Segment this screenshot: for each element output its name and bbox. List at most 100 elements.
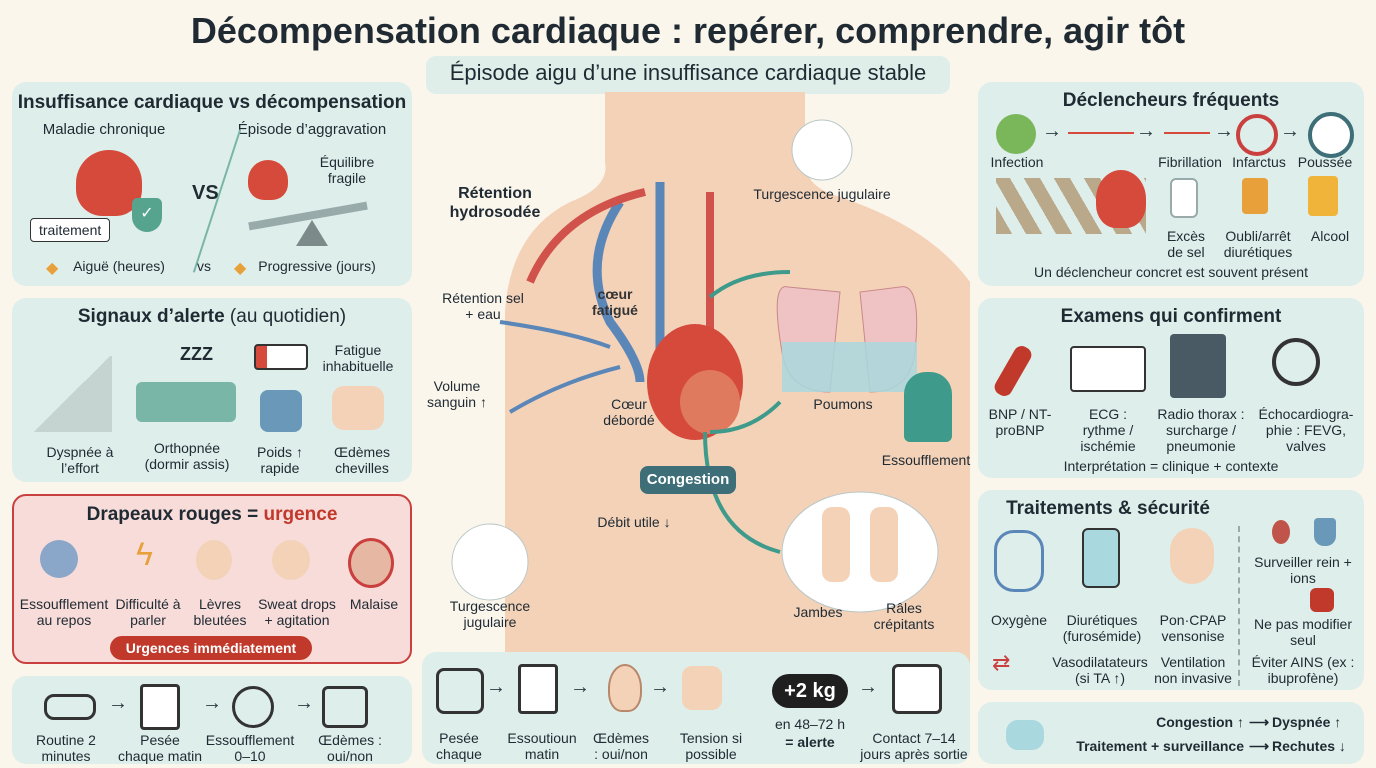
- cpap-icon: [1170, 528, 1214, 584]
- kidney-icon: [1272, 520, 1290, 544]
- trigger-alcohol: Alcool: [1310, 228, 1350, 244]
- vaso-arrows-icon: ⇄: [992, 650, 1011, 675]
- pressure-gauge-icon: [1308, 112, 1354, 158]
- congestion-badge: Congestion: [640, 466, 736, 494]
- alert-line-1: en 48–72 h: [774, 716, 846, 732]
- balance-label: Équilibre fragile: [319, 154, 375, 186]
- exam-ecg: ECG : rythme / ischémie: [1080, 406, 1136, 454]
- heart-overflow-label: Cœur débordé: [603, 396, 655, 428]
- heart-icon-2: [1096, 170, 1146, 228]
- jugular-top-label: Turgescence jugulaire: [753, 186, 891, 202]
- treatments-title: Traitements & sécurité: [1006, 498, 1210, 519]
- mid-note: Essoutioun matin: [507, 730, 577, 762]
- acute-tag: Aiguë (heures): [73, 258, 165, 274]
- trig-arrow-3: →: [1214, 120, 1234, 142]
- face-icon: [40, 540, 78, 578]
- summary-relapse: Rechutes ↓: [1272, 738, 1346, 754]
- compare-title: Insuffisance cardiaque vs décompensation: [17, 92, 407, 113]
- heart-tired-label: cœur fatigué: [592, 286, 638, 318]
- redflags-title-b: urgence: [263, 504, 338, 525]
- calendar-icon: [892, 664, 942, 714]
- iv-bag-icon: [1082, 528, 1120, 588]
- alert-line-2: = alerte: [785, 734, 835, 750]
- triggers-title: Déclencheurs fréquents: [1062, 90, 1280, 111]
- flag-speech: Difficulté à parler: [115, 596, 181, 628]
- scale-icon: [260, 390, 302, 432]
- breathless-label: Essoufflement: [881, 452, 971, 468]
- urgent-badge: Urgences immédiatement: [110, 636, 312, 660]
- compare-panel: Insuffisance cardiaque vs décompensation…: [12, 82, 412, 286]
- retention-title: Rétention hydrosodée: [449, 185, 541, 221]
- heart-icon: [76, 150, 142, 216]
- routine-edema: Œdèmes : oui/non: [318, 732, 382, 764]
- flag-malaise: Malaise: [349, 596, 399, 612]
- trig-arrow-4: →: [1280, 120, 1300, 142]
- scale-icon-2: [436, 668, 484, 714]
- side-nsaid: Éviter AINS (ex : ibuprofène): [1251, 654, 1355, 686]
- legs-label: Jambes: [793, 604, 843, 620]
- summary-panel: Congestion ↑ ⟶ Dyspnée ↑ Traitement + su…: [978, 702, 1364, 764]
- no-sign-icon: [1236, 114, 1278, 156]
- trigger-surge: Poussée: [1297, 154, 1353, 170]
- clipboard-icon-2: [518, 664, 558, 714]
- exam-xray: Radio thorax : surcharge / pneumonie: [1157, 406, 1245, 454]
- trig-arrow-1: →: [1042, 120, 1062, 142]
- neck-circle-bottom: [451, 523, 529, 601]
- signal-edema: Œdèmes chevilles: [333, 444, 391, 476]
- routine-arrow-1: →: [108, 692, 128, 714]
- oxygen-mask-icon: [994, 530, 1044, 592]
- ecg-monitor-icon: [1070, 346, 1146, 392]
- episode-title: Épisode d’aggravation: [237, 121, 387, 138]
- summary-dyspnea: Dyspnée ↑: [1272, 714, 1342, 730]
- trigger-salt: Excès de sel: [1166, 228, 1206, 260]
- cough-icon: [196, 540, 232, 580]
- trigger-diuretics: Oubli/arrêt diurétiques: [1223, 228, 1293, 260]
- blood-tube-icon: [991, 343, 1035, 399]
- routine-start: Routine 2 minutes: [36, 732, 96, 764]
- flag-lips: Lèvres bleutées: [193, 596, 247, 628]
- exams-title: Examens qui confirment: [1060, 306, 1282, 327]
- mid-arrow-4: →: [858, 676, 878, 698]
- bp-cuff-icon: [322, 686, 368, 728]
- treat-vni: Ventilation non invasive: [1154, 654, 1232, 686]
- treat-vaso: Vasodilatateurs (si TA ↑): [1052, 654, 1148, 686]
- xray-icon: [1170, 334, 1226, 398]
- signals-title-rest: (au quotidien): [224, 306, 347, 327]
- chronic-title: Maladie chronique: [42, 121, 166, 138]
- triggers-panel: Déclencheurs fréquents → → → → Infection…: [978, 82, 1364, 286]
- legs-circle: [781, 491, 939, 613]
- foot-icon: [682, 666, 722, 710]
- side-divider: [1238, 526, 1240, 686]
- stop-icon: [1310, 588, 1334, 612]
- tag-icon-2: ◆: [234, 260, 247, 277]
- signals-title-bold: Signaux d’alerte: [77, 306, 225, 327]
- sweat-icon: [272, 540, 310, 580]
- exams-footer: Interprétation = clinique + contexte: [1063, 458, 1279, 474]
- mid-edema: Œdèmes : oui/non: [592, 730, 650, 762]
- flow-label: Débit utile ↓: [597, 514, 671, 530]
- treat-oxygen: Oxygène: [990, 612, 1048, 628]
- subtitle-banner: [426, 56, 950, 94]
- mid-weigh: Pesée chaque: [436, 730, 482, 762]
- mid-tension: Tension si possible: [679, 730, 743, 762]
- patient-breathless-icon: [904, 372, 952, 442]
- monitoring-panel: → → → +2 kg → Pesée chaque Essoutioun ma…: [422, 652, 970, 764]
- small-heart-icon: [248, 160, 288, 200]
- alert-badge: +2 kg: [772, 674, 848, 708]
- lungs-icon: [1006, 720, 1044, 750]
- salt-icon: [1170, 178, 1198, 218]
- progressive-tag: Progressive (jours): [258, 258, 376, 274]
- tag-icon: ◆: [46, 260, 59, 277]
- page-title: Décompensation cardiaque : repérer, comp…: [190, 10, 1186, 51]
- side-no-change: Ne pas modifier seul: [1253, 616, 1353, 648]
- routine-arrow-3: →: [294, 692, 314, 714]
- signals-title: Signaux d’alerte (au quotidien): [12, 306, 412, 328]
- virus-icon: [996, 114, 1036, 154]
- gauge-icon: [232, 686, 274, 728]
- artery-left: [526, 188, 646, 284]
- triggers-footer: Un déclencheur concret est souvent prése…: [1034, 264, 1308, 280]
- vs-small: vs: [197, 258, 211, 274]
- neck-circle: [791, 119, 853, 181]
- lightning-icon: ϟ: [136, 536, 153, 572]
- treat-diuretics: Diurétiques (furosémide): [1062, 612, 1142, 644]
